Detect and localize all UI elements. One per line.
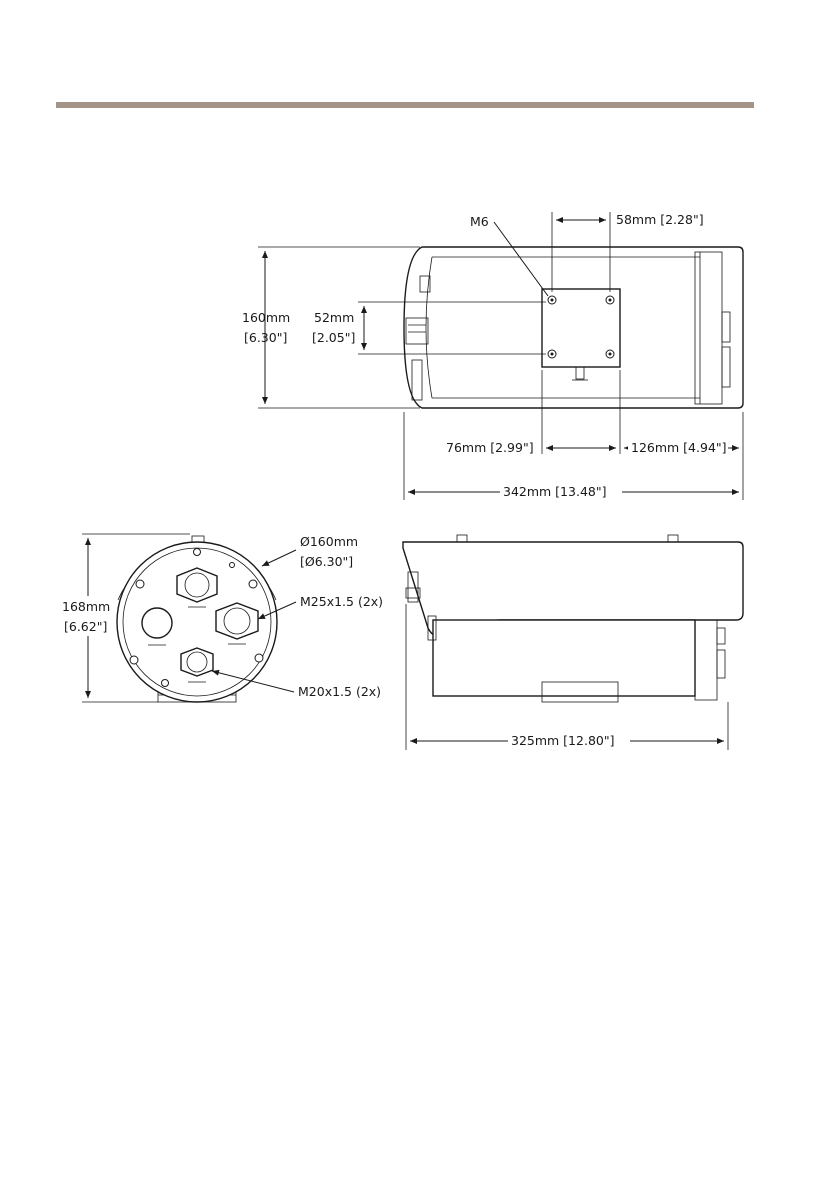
dim-342mm: 342mm [13.48"] <box>503 484 606 499</box>
dim-160mm: 160mm <box>242 310 290 325</box>
dim-325mm: 325mm [12.80"] <box>511 733 614 748</box>
side-view: 325mm [12.80"] <box>403 535 743 750</box>
dim-52mm: 52mm <box>314 310 354 325</box>
dim-diameter-in: [Ø6.30"] <box>300 554 353 569</box>
side-housing <box>433 620 695 696</box>
front-view: 168mm [6.62"] Ø160mm [Ø6.30"] M25x1.5 (2… <box>60 534 383 702</box>
callout-m25: M25x1.5 (2x) <box>300 594 383 609</box>
dim-160in: [6.30"] <box>244 330 287 345</box>
dim-168in: [6.62"] <box>64 619 107 634</box>
dim-168mm: 168mm <box>62 599 110 614</box>
callout-m20: M20x1.5 (2x) <box>298 684 381 699</box>
dim-diameter-mm: Ø160mm <box>300 534 358 549</box>
dim-52in: [2.05"] <box>312 330 355 345</box>
top-view: M6 58mm [2.28"] 160mm [6.30"] 52mm [2.05… <box>242 212 743 500</box>
callout-m6: M6 <box>470 214 489 229</box>
dim-76mm: 76mm [2.99"] <box>446 440 534 455</box>
blank-port <box>142 608 172 638</box>
dim-58mm: 58mm [2.28"] <box>616 212 704 227</box>
dim-126mm: 126mm [4.94"] <box>631 440 727 455</box>
m25-gland <box>216 603 258 639</box>
